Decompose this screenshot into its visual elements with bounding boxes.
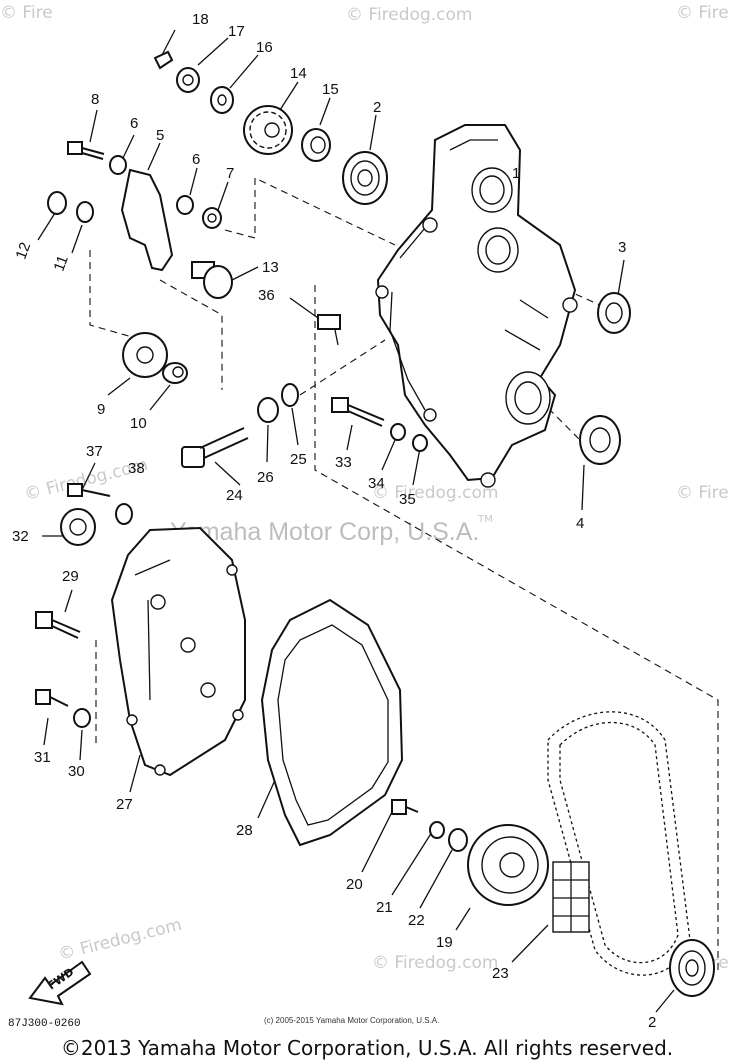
sprocket-9-part [122,332,168,378]
collar-7-part [202,207,222,229]
callout-22: 22 [408,912,425,929]
callout-10: 10 [130,415,147,432]
callout-labels: 18 17 16 14 15 2 8 6 5 6 7 1 12 11 13 3 … [12,11,656,1031]
small-copyright: (c) 2005-2015 Yamaha Motor Corporation, … [264,1016,439,1025]
washer-11-part [76,201,94,223]
callout-11: 11 [51,253,72,273]
tensioner-sprocket-part [243,105,293,155]
washer-34-part [390,423,406,441]
callout-5: 5 [156,127,164,144]
callout-28: 28 [236,822,253,839]
washer-22-part [448,828,468,852]
collar-26-part [257,397,279,423]
callout-9: 9 [97,401,105,418]
callout-33: 33 [335,454,352,471]
callout-6-right: 6 [192,151,200,168]
chain-case-part [375,124,578,488]
callout-14: 14 [290,65,307,82]
callout-6-left: 6 [130,115,138,132]
watermark-bottom-left: © Firedog.com [56,915,184,965]
watermark-mid-right: © Fire [676,483,729,503]
watermark-manufacturer: Yamaha Motor Corp, U.S.A. [170,518,479,546]
watermark-top-center: © Firedog.com [346,5,472,25]
parts-layer: FWD [28,50,715,1006]
bearing-top-part [342,151,388,205]
watermark-top-right: © Fire [676,3,729,23]
grommet-part [60,508,96,546]
callout-8: 8 [91,91,99,108]
leader-lines [37,29,675,1013]
callout-26: 26 [257,469,274,486]
callout-19: 19 [436,934,453,951]
callout-12: 12 [13,240,35,261]
bearing-bottom-part [669,939,715,997]
diagram-code: 87J300-0260 [8,1018,81,1030]
bolt-31-part [35,689,69,707]
callout-4: 4 [576,515,584,532]
washer-38-part [115,503,133,525]
grease-fitting-part [317,314,341,346]
callout-24: 24 [226,487,243,504]
fwd-arrow: FWD [28,960,92,1006]
callout-27: 27 [116,796,133,813]
chain-part [547,711,691,976]
washer-part [210,86,234,114]
callout-29: 29 [62,568,79,585]
callout-2-top: 2 [373,99,381,116]
callout-25: 25 [290,451,307,468]
watermark-bottom-center: © Firedog.com [372,953,498,973]
washer-30-part [73,708,91,728]
oil-seal-4-part [579,415,621,465]
callout-15: 15 [322,81,339,98]
chain-cover-part [110,526,246,777]
callout-37: 37 [86,443,103,460]
washer-6a-part [109,155,127,175]
watermark-trademark: TM [477,514,493,525]
circlip-part [47,191,67,215]
callout-20: 20 [346,876,363,893]
callout-13: 13 [262,259,279,276]
callout-30: 30 [68,763,85,780]
collar-part [301,128,331,162]
footer-copyright: ©2013 Yamaha Motor Corporation, U.S.A. A… [60,1036,674,1060]
watermark-mid-center: © Firedog.com [372,483,498,503]
cotter-pin-part [153,50,174,70]
callout-32: 32 [12,528,29,545]
oil-seal-3-part [597,292,631,334]
watermark-layer: © Fire © Firedog.com © Fire © Firedog.co… [0,3,729,973]
gasket-part [260,598,404,847]
nut-part [176,67,200,93]
callout-34: 34 [368,475,385,492]
callout-16: 16 [256,39,273,56]
callout-23: 23 [492,965,509,982]
callout-1: 1 [512,165,520,182]
bolt-8-part [67,141,105,160]
bolt-37-part [67,483,111,497]
callout-18: 18 [192,11,209,28]
tensioner-arm-part [120,168,174,272]
callout-35: 35 [399,491,416,508]
callout-36: 36 [258,287,275,304]
plug-part [391,799,419,815]
callout-3: 3 [618,239,626,256]
bolt-33-part [331,397,385,427]
washer-35-part [412,434,428,452]
callout-2-bottom: 2 [648,1014,656,1031]
drive-sprocket-part [467,824,549,906]
callout-17: 17 [228,23,245,40]
watermark-top-left: © Fire [0,3,53,23]
washer-25-part [281,383,299,407]
washer-21-part [429,821,445,839]
bushing-part [162,362,188,384]
callout-21: 21 [376,899,393,916]
shaft-part [191,261,233,299]
callout-31: 31 [34,749,51,766]
washer-6b-part [176,195,194,215]
bolt-24-part [181,427,249,468]
callout-7: 7 [226,165,234,182]
callout-38: 38 [128,460,145,477]
bolt-29-part [35,611,81,639]
